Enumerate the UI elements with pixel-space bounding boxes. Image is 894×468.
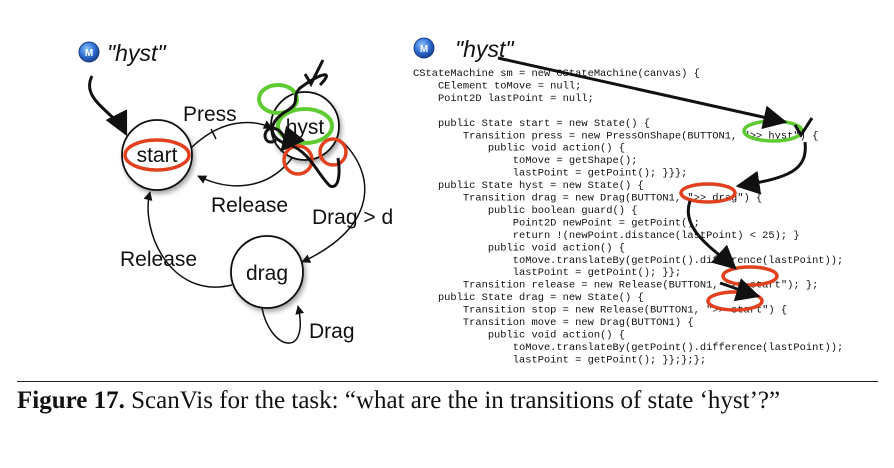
press-tick <box>210 128 217 140</box>
code-line: public State hyst = new State() { <box>413 180 644 192</box>
hyst-center-highlight-green <box>276 107 334 145</box>
press-transition <box>190 120 273 149</box>
state-start: start <box>121 119 193 191</box>
machine-badge-glyph: M <box>85 48 93 59</box>
code-line: Transition press = new PressOnShape(BUTT… <box>413 130 818 142</box>
code-panel: M "hyst" CStateMachine sm = new CStateMa… <box>413 36 843 366</box>
code-line: CStateMachine sm = new CStateMachine(can… <box>413 68 700 80</box>
drag-self-label: Drag <box>309 320 355 343</box>
code-drag-highlight-red <box>679 182 737 204</box>
start-highlight-red <box>123 138 191 172</box>
press-label: Press <box>183 103 237 126</box>
machine-badge-glyph-right: M <box>420 44 428 55</box>
figure-caption: Figure 17. ScanVis for the task: “what a… <box>17 386 883 416</box>
scanpath-loop-left <box>263 125 305 152</box>
code-line: Transition release = new Release(BUTTON1… <box>413 280 818 292</box>
code-line: toMove = getShape(); <box>413 155 637 167</box>
code-line: Transition drag = new Drag(BUTTON1, ">> … <box>413 193 762 205</box>
caption-label: Figure 17. <box>17 387 125 414</box>
code-line: toMove.translateBy(getPoint().difference… <box>413 342 843 354</box>
release-drag-transition <box>143 191 233 288</box>
code-line: Transition stop = new Release(BUTTON1, "… <box>413 305 787 317</box>
state-drag-label: drag <box>246 262 288 285</box>
machine-badge-right: M <box>413 37 435 59</box>
caption-text: ScanVis for the task: “what are the in t… <box>124 387 781 414</box>
machine-badge-left: M <box>78 41 100 63</box>
hyst-out-highlight-red-2 <box>318 137 348 167</box>
code-line: public State drag = new State() { <box>413 292 644 304</box>
code-line: lastPoint = getPoint(); }};};}; <box>413 354 706 366</box>
drag-d-transition <box>301 141 366 263</box>
code-scanpath-3 <box>686 200 737 270</box>
caption-rule <box>17 381 878 382</box>
code-line: public State start = new State() { <box>413 118 650 130</box>
code-line: Transition move = new Drag(BUTTON1) { <box>413 317 694 329</box>
code-line: return !(newPoint.distance(lastPoint) < … <box>413 230 800 242</box>
code-line: Point2D lastPoint = null; <box>413 93 594 105</box>
code-scanpath-4 <box>719 278 761 302</box>
drag-d-label: Drag > d <box>312 206 393 229</box>
drag-self-transition <box>261 305 305 344</box>
code-check <box>793 117 814 138</box>
code-line: public boolean guard() { <box>413 205 637 217</box>
code-line: public void action() { <box>413 242 625 254</box>
machine-name-label: "hyst" <box>107 40 167 66</box>
code-line: public void action() { <box>413 143 625 155</box>
scanpath-left <box>271 73 341 188</box>
scanpath-check-left <box>303 59 325 88</box>
state-hyst-label: hyst <box>286 116 325 139</box>
state-drag: drag <box>230 235 304 309</box>
release-drag-label: Release <box>120 248 197 271</box>
code-machine-name-label: "hyst" <box>455 36 515 62</box>
statechart-diagram: M "hyst" start hyst drag Press Release D… <box>78 40 393 344</box>
initial-transition-arrow <box>88 75 128 137</box>
code-line: public void action() { <box>413 329 625 341</box>
state-start-label: start <box>137 144 178 167</box>
release-hyst-label: Release <box>211 194 288 217</box>
code-line: lastPoint = getPoint(); }}}; <box>413 168 687 180</box>
code-line: Point2D newPoint = getPoint(); <box>413 217 700 229</box>
code-line: toMove.translateBy(getPoint().difference… <box>413 255 843 267</box>
code-scanpath-1 <box>497 56 788 130</box>
code-line: lastPoint = getPoint(); }}; <box>413 267 681 279</box>
code-listing: CStateMachine sm = new CStateMachine(can… <box>413 68 843 366</box>
release-hyst-transition <box>197 157 293 187</box>
code-line: CElement toMove = null; <box>413 80 581 92</box>
code-scanpath-2 <box>735 141 807 195</box>
